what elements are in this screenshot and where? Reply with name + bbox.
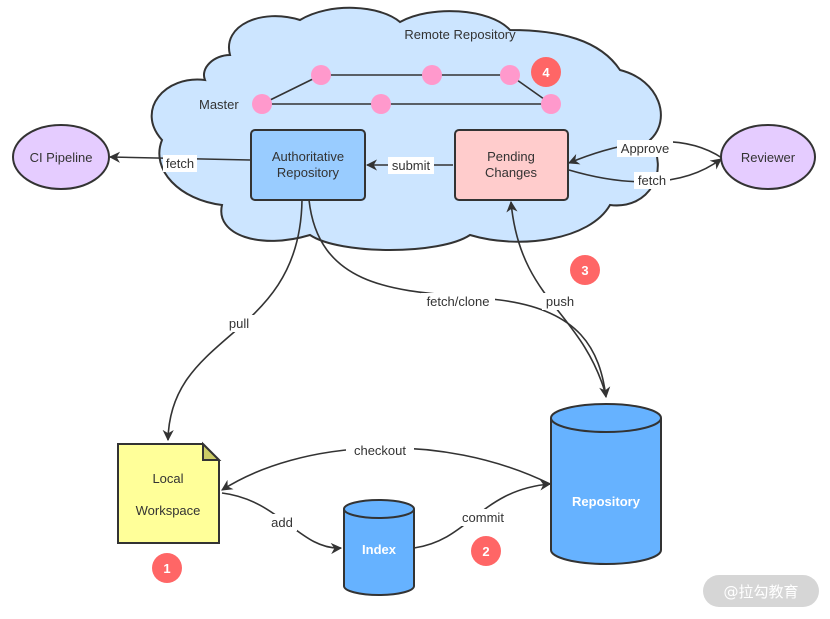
authoritative-label-line1: Authoritative: [272, 149, 344, 164]
edge-label-push: push: [546, 294, 574, 309]
watermark-text: @拉勾教育: [723, 583, 798, 601]
pending-label-line2: Changes: [485, 165, 538, 180]
reviewer-node: [720, 124, 816, 190]
edge-label-add: add: [271, 515, 293, 530]
step-badge-2: [471, 536, 501, 566]
edge-label-bg: [421, 293, 495, 310]
pending-label-line1: Pending: [487, 149, 535, 164]
repository-label: Repository: [572, 494, 641, 509]
commit-dot: [311, 65, 331, 85]
commit-dot: [371, 94, 391, 114]
local-workspace-label-line1: Local: [152, 471, 183, 486]
local-workspace-fold: [202, 441, 222, 461]
edge-label-bg: [224, 315, 254, 332]
step-badge-1-label: 1: [163, 561, 170, 576]
step-badge-3-label: 3: [581, 263, 588, 278]
branch-fork-line: [261, 74, 322, 105]
index-label: Index: [362, 542, 397, 557]
cloud-title: Remote Repository: [404, 27, 516, 42]
local-workspace-node: [117, 443, 220, 544]
edge-label-bg: [267, 514, 297, 531]
watermark-pill: [703, 575, 819, 607]
ci-pipeline-node: [12, 124, 110, 190]
step-badge-4-label: 4: [542, 65, 550, 80]
edge-label-bg: [542, 293, 578, 310]
edge-label-bg: [346, 442, 414, 459]
edge-label-fetch-reviewer: fetch: [638, 173, 666, 188]
commit-dot: [541, 94, 561, 114]
edge-label-fetch-ci: fetch: [166, 156, 194, 171]
step-badge-3: [570, 255, 600, 285]
edge-label-bg: [455, 509, 511, 526]
master-label: Master: [199, 97, 239, 112]
edge-label-checkout: checkout: [354, 443, 406, 458]
authoritative-repository-node: [250, 129, 366, 201]
edge-label-submit: submit: [392, 158, 431, 173]
index-cylinder-node: [343, 499, 415, 596]
edge-label-fetch-clone: fetch/clone: [427, 294, 490, 309]
commit-dot: [500, 65, 520, 85]
step-badge-2-label: 2: [482, 544, 489, 559]
commit-dot: [422, 65, 442, 85]
authoritative-label-line2: Repository: [277, 165, 340, 180]
local-workspace-label-line2: Workspace: [136, 503, 201, 518]
edge-label-bg: [163, 155, 197, 172]
step-badge-1: [152, 553, 182, 583]
edge-label-commit: commit: [462, 510, 504, 525]
step-badge-4: [531, 57, 561, 87]
edge-label-pull: pull: [229, 316, 249, 331]
commit-dot: [252, 94, 272, 114]
edge-label-bg: [634, 172, 670, 189]
edge-label-bg: [388, 157, 434, 174]
edge-label-bg: [617, 140, 673, 157]
ci-pipeline-label: CI Pipeline: [30, 150, 93, 165]
pending-changes-node: [454, 129, 569, 201]
reviewer-label: Reviewer: [741, 150, 796, 165]
remote-repository-cloud: [150, 6, 662, 251]
repository-cylinder-node: [550, 403, 662, 565]
edge-label-approve: Approve: [621, 141, 669, 156]
